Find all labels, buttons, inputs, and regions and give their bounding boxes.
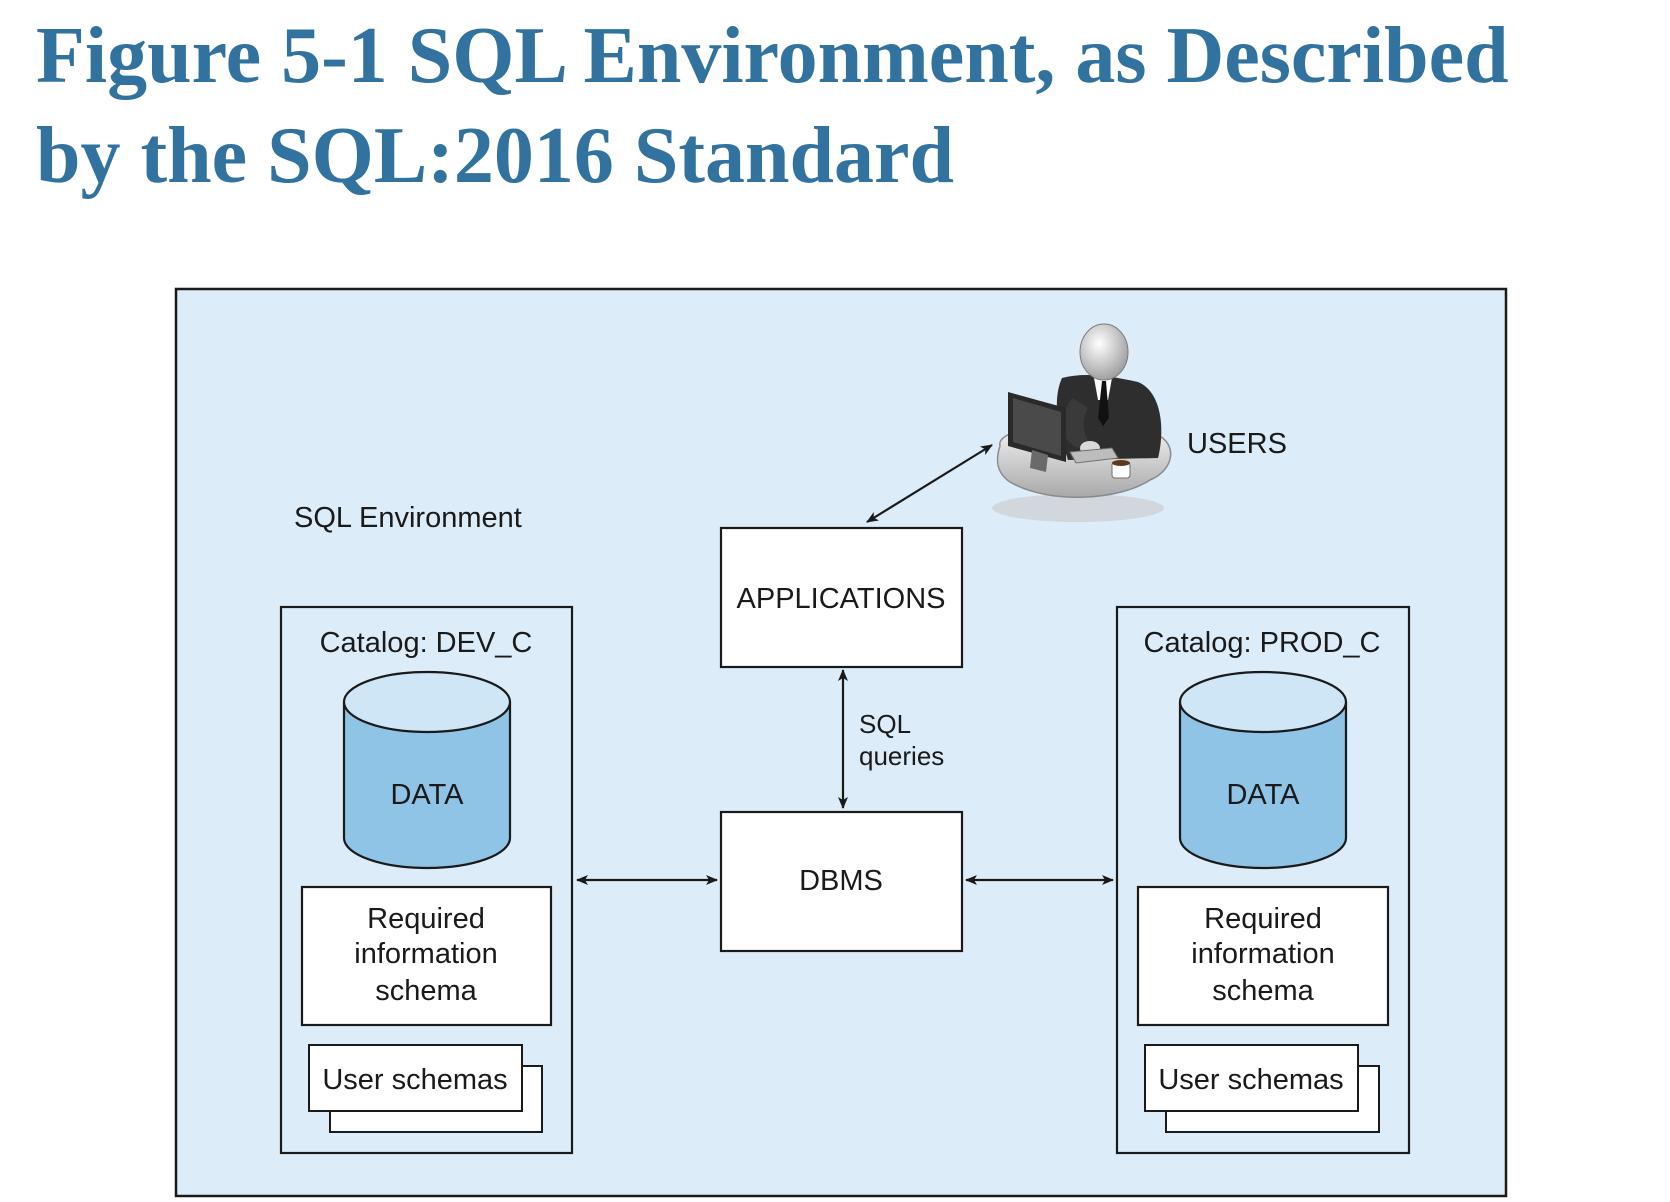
slide-title-line-1: Figure 5-1 SQL Environment, as Described <box>36 12 1509 100</box>
catalog-dev-information-schema-box <box>300 885 553 1027</box>
applications-box <box>719 526 964 669</box>
catalog-prod-data-label: DATA <box>1226 779 1300 811</box>
catalog-dev-user-schemas-box <box>308 1044 523 1112</box>
catalog-prod-information-schema-box <box>1136 885 1390 1027</box>
catalog-prod-user-schemas-box <box>1144 1044 1359 1112</box>
catalog-dev-user-schemas-label: User schemas <box>322 1064 507 1096</box>
catalog-prod-user-schemas-label: User schemas <box>1158 1064 1343 1096</box>
catalog-dev-schema-line-1: Required <box>367 903 485 935</box>
catalog-dev-database-cylinder <box>342 670 512 870</box>
catalog-dev: Catalog: DEV_C DATA Required information… <box>279 605 574 1155</box>
catalog-prod-database-cylinder <box>1178 670 1348 870</box>
dbms-label: DBMS <box>799 865 883 897</box>
dbms-box <box>719 810 964 953</box>
catalog-dev-data-label: DATA <box>390 779 464 811</box>
users-label: USERS <box>1187 428 1287 460</box>
catalog-prod-schema-line-2: information <box>1191 938 1334 970</box>
slide-title-line-2: by the SQL:2016 Standard <box>36 112 954 200</box>
catalog-prod-schema-line-1: Required <box>1204 903 1322 935</box>
catalog-prod: Catalog: PROD_C DATA Required informatio… <box>1115 605 1411 1155</box>
catalog-dev-label: Catalog: DEV_C <box>320 627 533 659</box>
applications-label: APPLICATIONS <box>737 583 946 615</box>
arrow-applications-users <box>866 444 993 523</box>
slide-title: Figure 5-1 SQL Environment, as Described… <box>36 6 1646 206</box>
sql-queries-label-line-1: SQL <box>859 709 911 739</box>
catalog-dev-schema-line-3: schema <box>375 975 477 1007</box>
catalog-prod-schema-line-3: schema <box>1212 975 1314 1007</box>
sql-environment-label: SQL Environment <box>294 502 522 534</box>
sql-queries-label-line-2: queries <box>859 741 944 771</box>
user-at-computer-icon <box>992 323 1172 522</box>
catalog-prod-label: Catalog: PROD_C <box>1144 627 1381 659</box>
catalog-dev-schema-line-2: information <box>354 938 497 970</box>
